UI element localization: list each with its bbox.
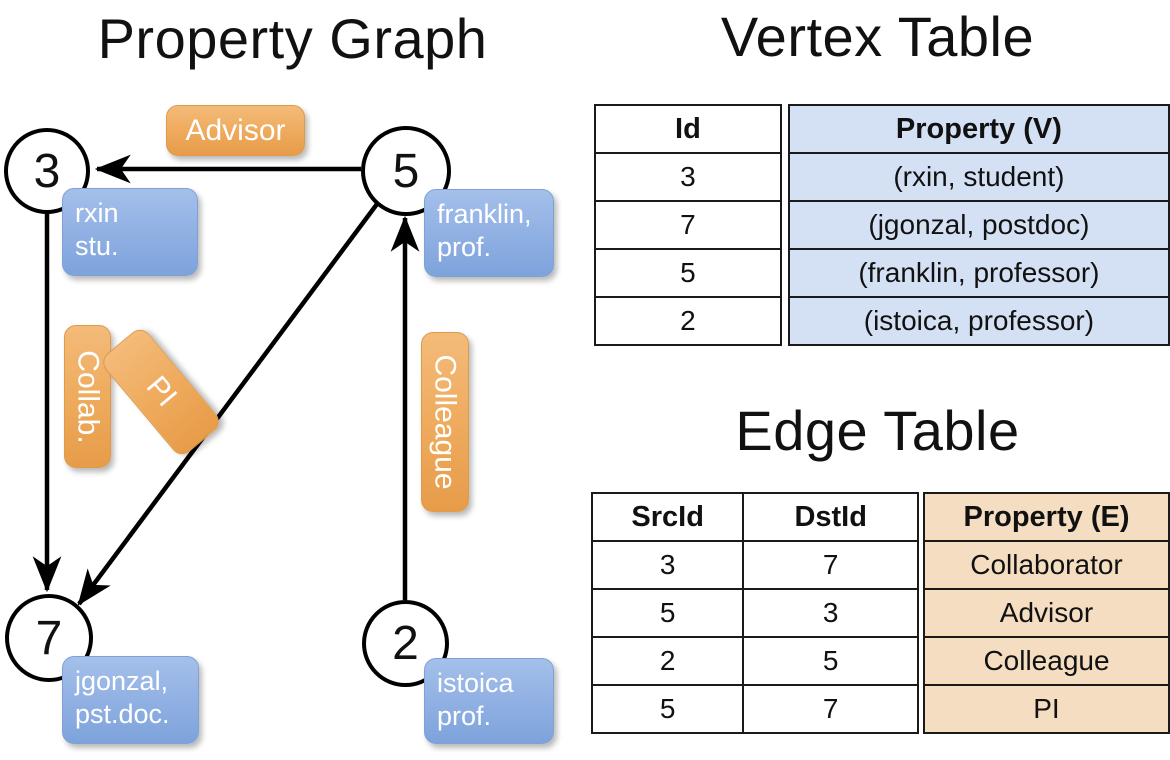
edge-cell-srcid: 3 (590, 540, 745, 590)
node-property-jgonzal-line2: pst.doc. (75, 698, 170, 729)
vertex-cell-id: 2 (594, 296, 782, 346)
table-header-row: Id Property (V) (594, 104, 1170, 154)
edge-label-pi-text: PI (139, 370, 184, 414)
edge-header-srcid: SrcId (590, 492, 745, 542)
edge-cell-property: PI (922, 684, 1170, 734)
graph-node-7-id: 7 (35, 611, 63, 665)
table-row: 5 7 PI (590, 684, 1170, 734)
table-header-row: SrcId DstId Property (E) (590, 492, 1170, 542)
node-property-box-jgonzal: jgonzal, pst.doc. (62, 656, 199, 744)
column-gap (780, 153, 789, 201)
column-gap (780, 105, 789, 153)
property-graph-diagram (32, 154, 420, 606)
vertex-cell-property: (istoica, professor) (787, 296, 1170, 346)
table-row: 2 5 Colleague (590, 636, 1170, 686)
edge-cell-dstid: 7 (742, 540, 920, 590)
vertex-cell-id: 5 (594, 248, 782, 298)
node-property-jgonzal-line1: jgonzal, (75, 666, 169, 696)
column-gap (918, 685, 924, 733)
node-property-rxin-line2: stu. (75, 230, 119, 261)
vertex-cell-property: (franklin, professor) (787, 248, 1170, 298)
edge-label-colleague: Colleague (421, 332, 469, 512)
edge-cell-srcid: 5 (590, 684, 745, 734)
node-property-box-rxin: rxin stu. (62, 188, 198, 276)
column-gap (780, 297, 789, 345)
column-gap (780, 201, 789, 249)
edge-cell-property: Collaborator (922, 540, 1170, 590)
column-gap (780, 249, 789, 297)
edge-cell-srcid: 2 (590, 636, 745, 686)
node-property-istoica-line2: prof. (437, 700, 492, 731)
edge-cell-property: Advisor (922, 588, 1170, 638)
page-title-vertex-table: Vertex Table (720, 5, 1035, 68)
vertex-cell-id: 7 (594, 200, 782, 250)
column-gap (918, 493, 924, 541)
vertex-header-id: Id (594, 104, 782, 154)
edge-cell-dstid: 3 (742, 588, 920, 638)
edge-header-dstid: DstId (742, 492, 920, 542)
column-gap (918, 637, 924, 685)
edge-label-advisor-text: Advisor (185, 113, 286, 147)
column-gap (918, 589, 924, 637)
graph-node-2[interactable]: 2 (362, 600, 449, 687)
node-property-box-istoica: istoica prof. (424, 658, 554, 744)
vertex-cell-property: (rxin, student) (787, 152, 1170, 202)
graph-node-5-id: 5 (392, 144, 420, 198)
graph-node-2-id: 2 (392, 617, 419, 670)
edge-header-property: Property (E) (922, 492, 1170, 542)
edge-cell-srcid: 5 (590, 588, 745, 638)
node-property-franklin-line2: prof. (437, 231, 492, 262)
node-property-istoica-line1: istoica (437, 668, 514, 698)
table-row: 3 7 Collaborator (590, 540, 1170, 590)
graph-node-5[interactable]: 5 (361, 126, 451, 216)
edge-label-collab-text: Collab. (71, 349, 105, 444)
vertex-cell-id: 3 (594, 152, 782, 202)
vertex-table: Id Property (V) 3 (rxin, student) 7 (jgo… (594, 104, 1170, 346)
table-row: 7 (jgonzal, postdoc) (594, 200, 1170, 250)
edge-label-advisor: Advisor (166, 105, 305, 156)
node-property-box-franklin: franklin, prof. (424, 189, 554, 277)
edge-cell-property: Colleague (922, 636, 1170, 686)
page-title-property-graph: Property Graph (97, 7, 488, 70)
page-title-edge-table: Edge Table (735, 399, 1020, 462)
vertex-header-property: Property (V) (787, 104, 1170, 154)
edge-label-colleague-text: Colleague (429, 354, 463, 490)
edge-cell-dstid: 7 (742, 684, 920, 734)
edge-cell-dstid: 5 (742, 636, 920, 686)
edge-arrow-5-to-7 (77, 202, 379, 606)
table-row: 5 3 Advisor (590, 588, 1170, 638)
table-row: 3 (rxin, student) (594, 152, 1170, 202)
table-row: 5 (franklin, professor) (594, 248, 1170, 298)
node-property-franklin-line1: franklin, (437, 199, 532, 229)
table-row: 2 (istoica, professor) (594, 296, 1170, 346)
graph-node-3-id: 3 (33, 144, 61, 198)
column-gap (918, 541, 924, 589)
edge-label-collab: Collab. (64, 325, 111, 468)
node-property-rxin-line1: rxin (75, 198, 119, 228)
vertex-cell-property: (jgonzal, postdoc) (787, 200, 1170, 250)
edge-table: SrcId DstId Property (E) 3 7 Collaborato… (590, 492, 1170, 734)
